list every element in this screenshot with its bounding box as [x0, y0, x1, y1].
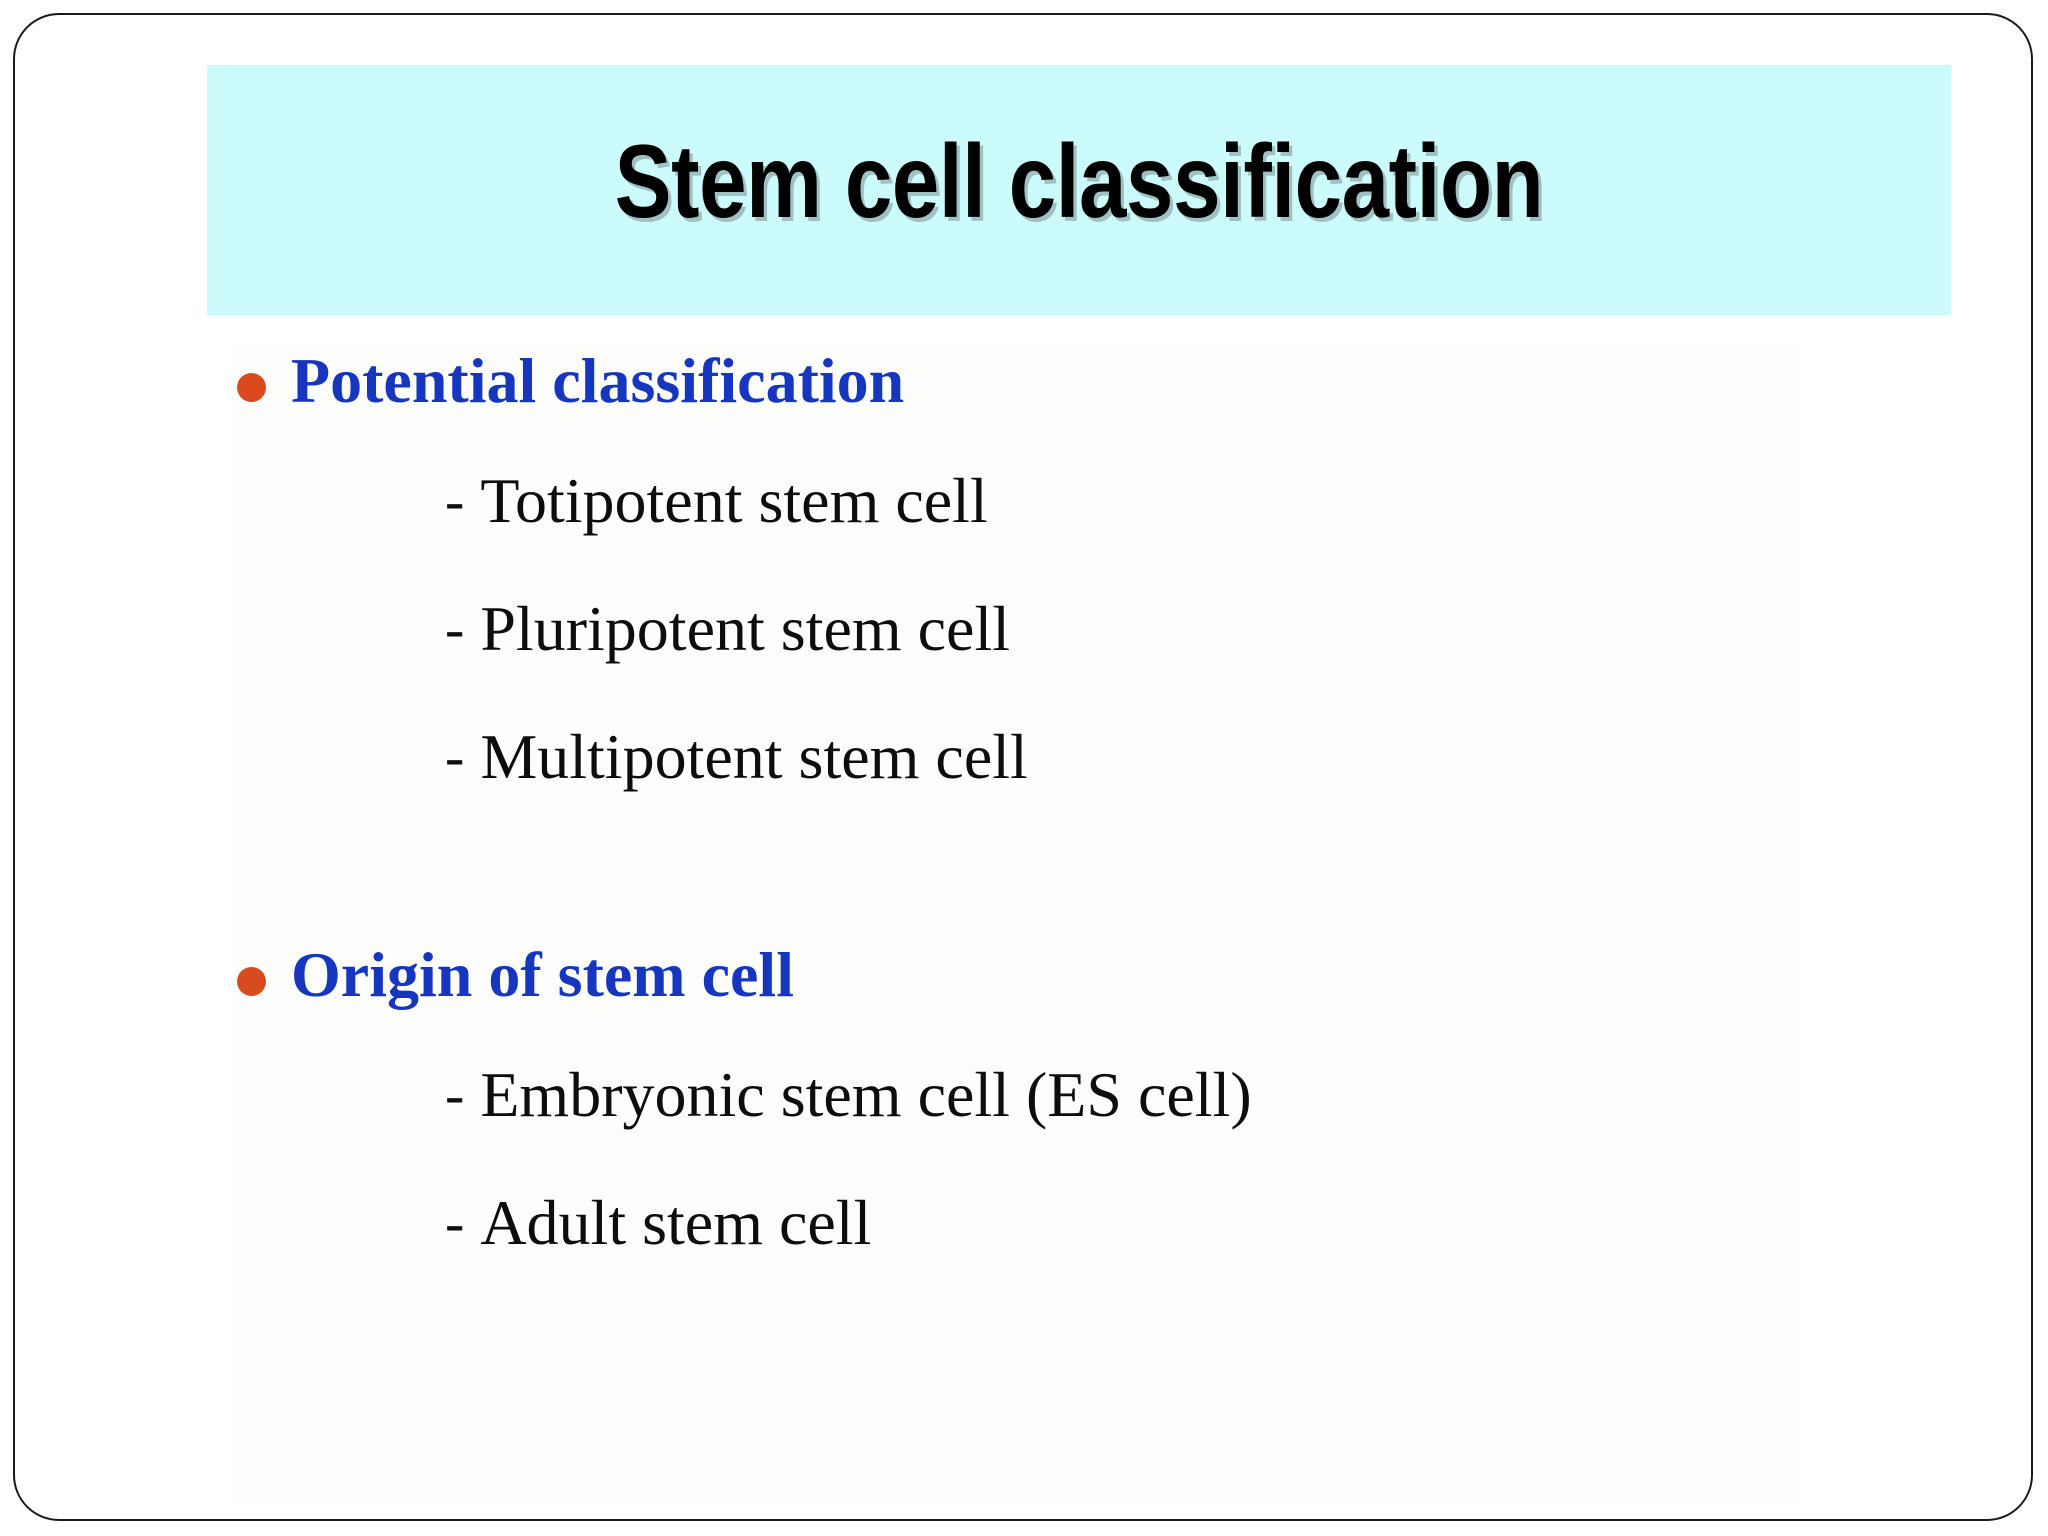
slide-body: Potential classification - Totipotent st… [15, 345, 2031, 1287]
list-item[interactable]: - Embryonic stem cell (ES cell) [15, 1031, 2031, 1159]
bullet-heading-row[interactable]: Potential classification [15, 345, 2031, 437]
dash-marker: - [445, 596, 465, 661]
list-item-label: Pluripotent stem cell [480, 593, 1011, 664]
dash-marker: - [445, 724, 465, 789]
slide-frame: Stem cell classification Potential class… [13, 13, 2033, 1521]
bullet-heading-label: Origin of stem cell [291, 939, 794, 1010]
page-title: Stem cell classification [614, 124, 1544, 240]
list-item-label: Adult stem cell [480, 1187, 872, 1258]
list-item-label: Embryonic stem cell (ES cell) [480, 1059, 1252, 1130]
list-item[interactable]: - Totipotent stem cell [15, 437, 2031, 565]
dash-marker: - [445, 1190, 465, 1255]
bullet-heading-label: Potential classification [291, 345, 905, 416]
list-item[interactable]: - Adult stem cell [15, 1159, 2031, 1287]
list-item[interactable]: - Pluripotent stem cell [15, 565, 2031, 693]
dash-marker: - [445, 1062, 465, 1127]
title-banner: Stem cell classification [207, 65, 1951, 315]
content-panel [237, 345, 1797, 1505]
bullet-group-origin-of-stem-cell: Origin of stem cell - Embryonic stem cel… [15, 939, 2031, 1287]
list-item[interactable]: - Multipotent stem cell [15, 693, 2031, 821]
bullet-heading-row[interactable]: Origin of stem cell [15, 939, 2031, 1031]
list-item-label: Totipotent stem cell [480, 465, 988, 536]
group-spacer [15, 821, 2031, 939]
list-item-label: Multipotent stem cell [480, 721, 1028, 792]
filled-circle-bullet-icon [237, 967, 266, 996]
dash-marker: - [445, 468, 465, 533]
filled-circle-bullet-icon [237, 373, 266, 402]
bullet-group-potential-classification: Potential classification - Totipotent st… [15, 345, 2031, 821]
